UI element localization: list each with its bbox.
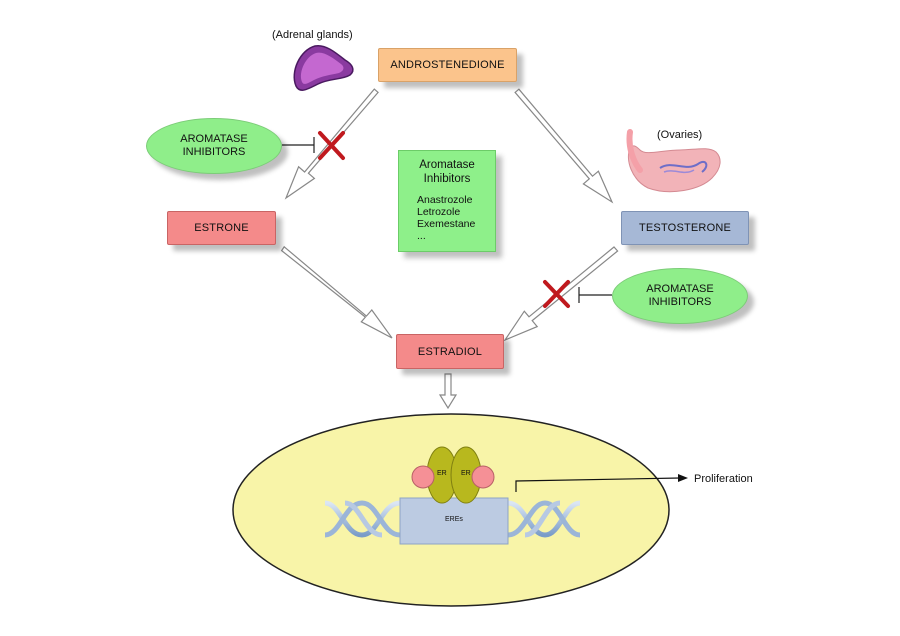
androstenedione-node: ANDROSTENEDIONE [378, 48, 517, 82]
drug-item: Exemestane [417, 218, 476, 230]
ovaries-label: (Ovaries) [657, 129, 703, 141]
dna-helix-right [507, 500, 581, 538]
drug-item: Letrozole [417, 206, 461, 218]
drug-box-title-line1: Aromatase [419, 159, 475, 171]
ere-region [399, 497, 509, 545]
adrenal-glands-label: (Adrenal glands) [272, 29, 353, 41]
arrow-testosterone-to-estradiol [503, 246, 619, 342]
er-label-right: ER [461, 470, 471, 477]
adrenal-gland-image [293, 44, 354, 91]
testosterone-node: TESTOSTERONE [621, 211, 749, 245]
ere-label: EREs [445, 516, 463, 523]
aromatase-inhibitors-drug-box: Aromatase Inhibitors Anastrozole Letrozo… [398, 150, 496, 252]
proliferation-label: Proliferation [694, 473, 753, 485]
ovary-image [626, 129, 721, 193]
proliferation-arrowhead [678, 474, 688, 482]
inhibitors-right-line1: AROMATASE [646, 283, 714, 295]
drug-box-title-line2: Inhibitors [423, 173, 471, 185]
arrow-estradiol-to-nucleus [438, 373, 458, 410]
er-label-left: ER [437, 470, 447, 477]
estrone-node: ESTRONE [167, 211, 276, 245]
proliferation-arrow [515, 477, 681, 492]
aromatase-inhibitors-right: AROMATASE INHIBITORS [612, 268, 748, 324]
inhibition-right [578, 287, 612, 303]
arrow-estrone-to-estradiol [280, 245, 393, 339]
pathway-arrows [280, 88, 619, 410]
estradiol-ligand-right [471, 465, 495, 489]
drug-item: ... [417, 230, 426, 242]
inhibitors-left-line1: AROMATASE [180, 133, 248, 145]
arrow-androstenedione-to-testosterone [514, 88, 614, 204]
inhibitors-left-line2: INHIBITORS [182, 146, 246, 158]
block-mark-left [318, 131, 345, 160]
estradiol-node: ESTRADIOL [396, 334, 504, 369]
inhibition-left [282, 137, 315, 153]
dna-helix-left [324, 500, 401, 538]
drug-item: Anastrozole [417, 194, 473, 206]
aromatase-inhibitors-left: AROMATASE INHIBITORS [146, 118, 282, 174]
estradiol-ligand-left [411, 465, 435, 489]
inhibitors-right-line2: INHIBITORS [648, 296, 712, 308]
block-mark-right [543, 280, 570, 308]
